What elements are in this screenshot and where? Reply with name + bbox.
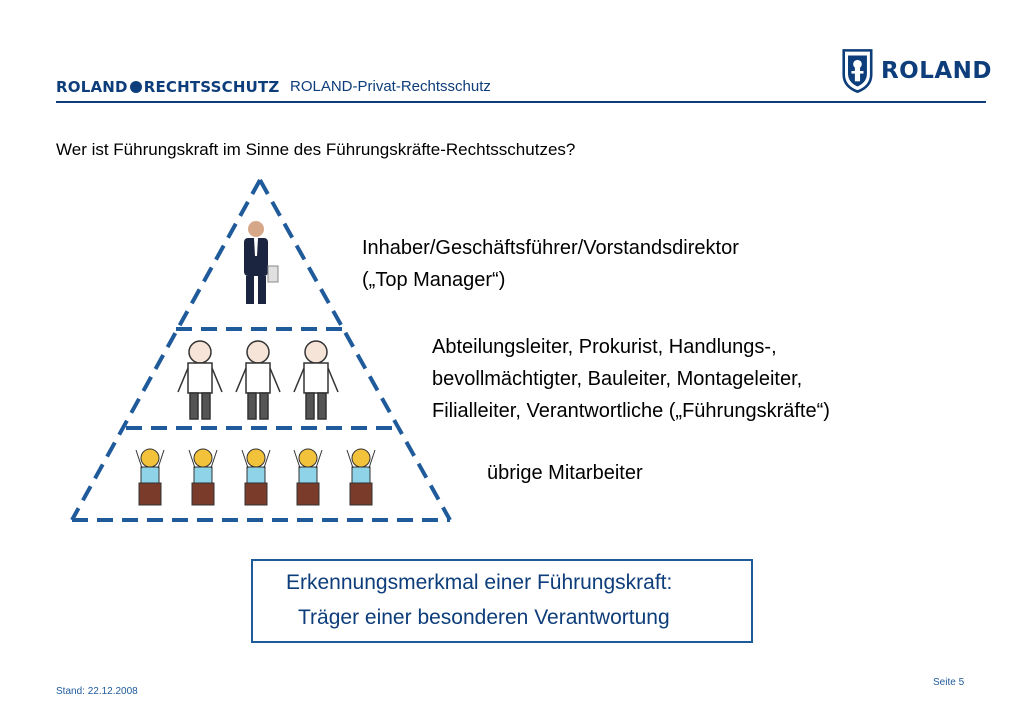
level-top-line2: („Top Manager“) [362,269,506,291]
top-manager-icon [244,221,279,304]
middle-manager-icons [177,340,339,420]
manager-figure-1 [177,340,223,420]
worker-figure-4 [293,448,323,506]
brand-subtitle: ROLAND-Privat-Rechtsschutz [290,78,491,95]
worker-icons [135,448,376,506]
roland-rechtsschutz-brand: ROLAND RECHTSSCHUTZ [56,78,279,96]
level-bottom-description: übrige Mitarbeiter [487,457,643,489]
level-middle-line3: Filialleiter, Verantwortliche („Führungs… [432,400,830,422]
level-top-line1: Inhaber/Geschäftsführer/Vorstandsdirekto… [362,237,739,259]
callout-line1: Erkennungsmerkmal einer Führungskraft: [286,571,673,594]
footer-stand-date: Stand: 22.12.2008 [56,686,138,697]
manager-figure-2 [235,340,281,420]
worker-figure-1 [135,448,165,506]
roland-shield-icon [842,49,873,94]
worker-figure-3 [241,448,271,506]
level-middle-line2: bevollmächtigter, Bauleiter, Montageleit… [432,368,803,390]
footer-page-number: Seite 5 [933,677,965,688]
brand-part2: RECHTSSCHUTZ [143,78,280,96]
worker-figure-2 [188,448,218,506]
brand-dot-icon [129,81,142,93]
logo-text: ROLAND [880,58,992,84]
brand-part1: ROLAND [56,78,128,96]
callout-line2: Träger einer besonderen Verantwortung [298,606,670,629]
level-bottom-line1: übrige Mitarbeiter [487,462,643,484]
key-feature-callout: Erkennungsmerkmal einer Führungskraft: T… [251,559,753,643]
pyramid-right-edge [258,179,452,521]
pyramid-left-edge [70,179,262,521]
manager-figure-3 [293,340,339,420]
page-question: Wer ist Führungskraft im Sinne des Führu… [56,140,576,159]
worker-figure-5 [346,448,376,506]
level-middle-description: Abteilungsleiter, Prokurist, Handlungs-,… [432,331,830,427]
level-middle-line1: Abteilungsleiter, Prokurist, Handlungs-, [432,336,777,358]
header-divider [56,101,986,103]
level-top-description: Inhaber/Geschäftsführer/Vorstandsdirekto… [362,232,739,296]
roland-logo: ROLAND [842,42,992,100]
